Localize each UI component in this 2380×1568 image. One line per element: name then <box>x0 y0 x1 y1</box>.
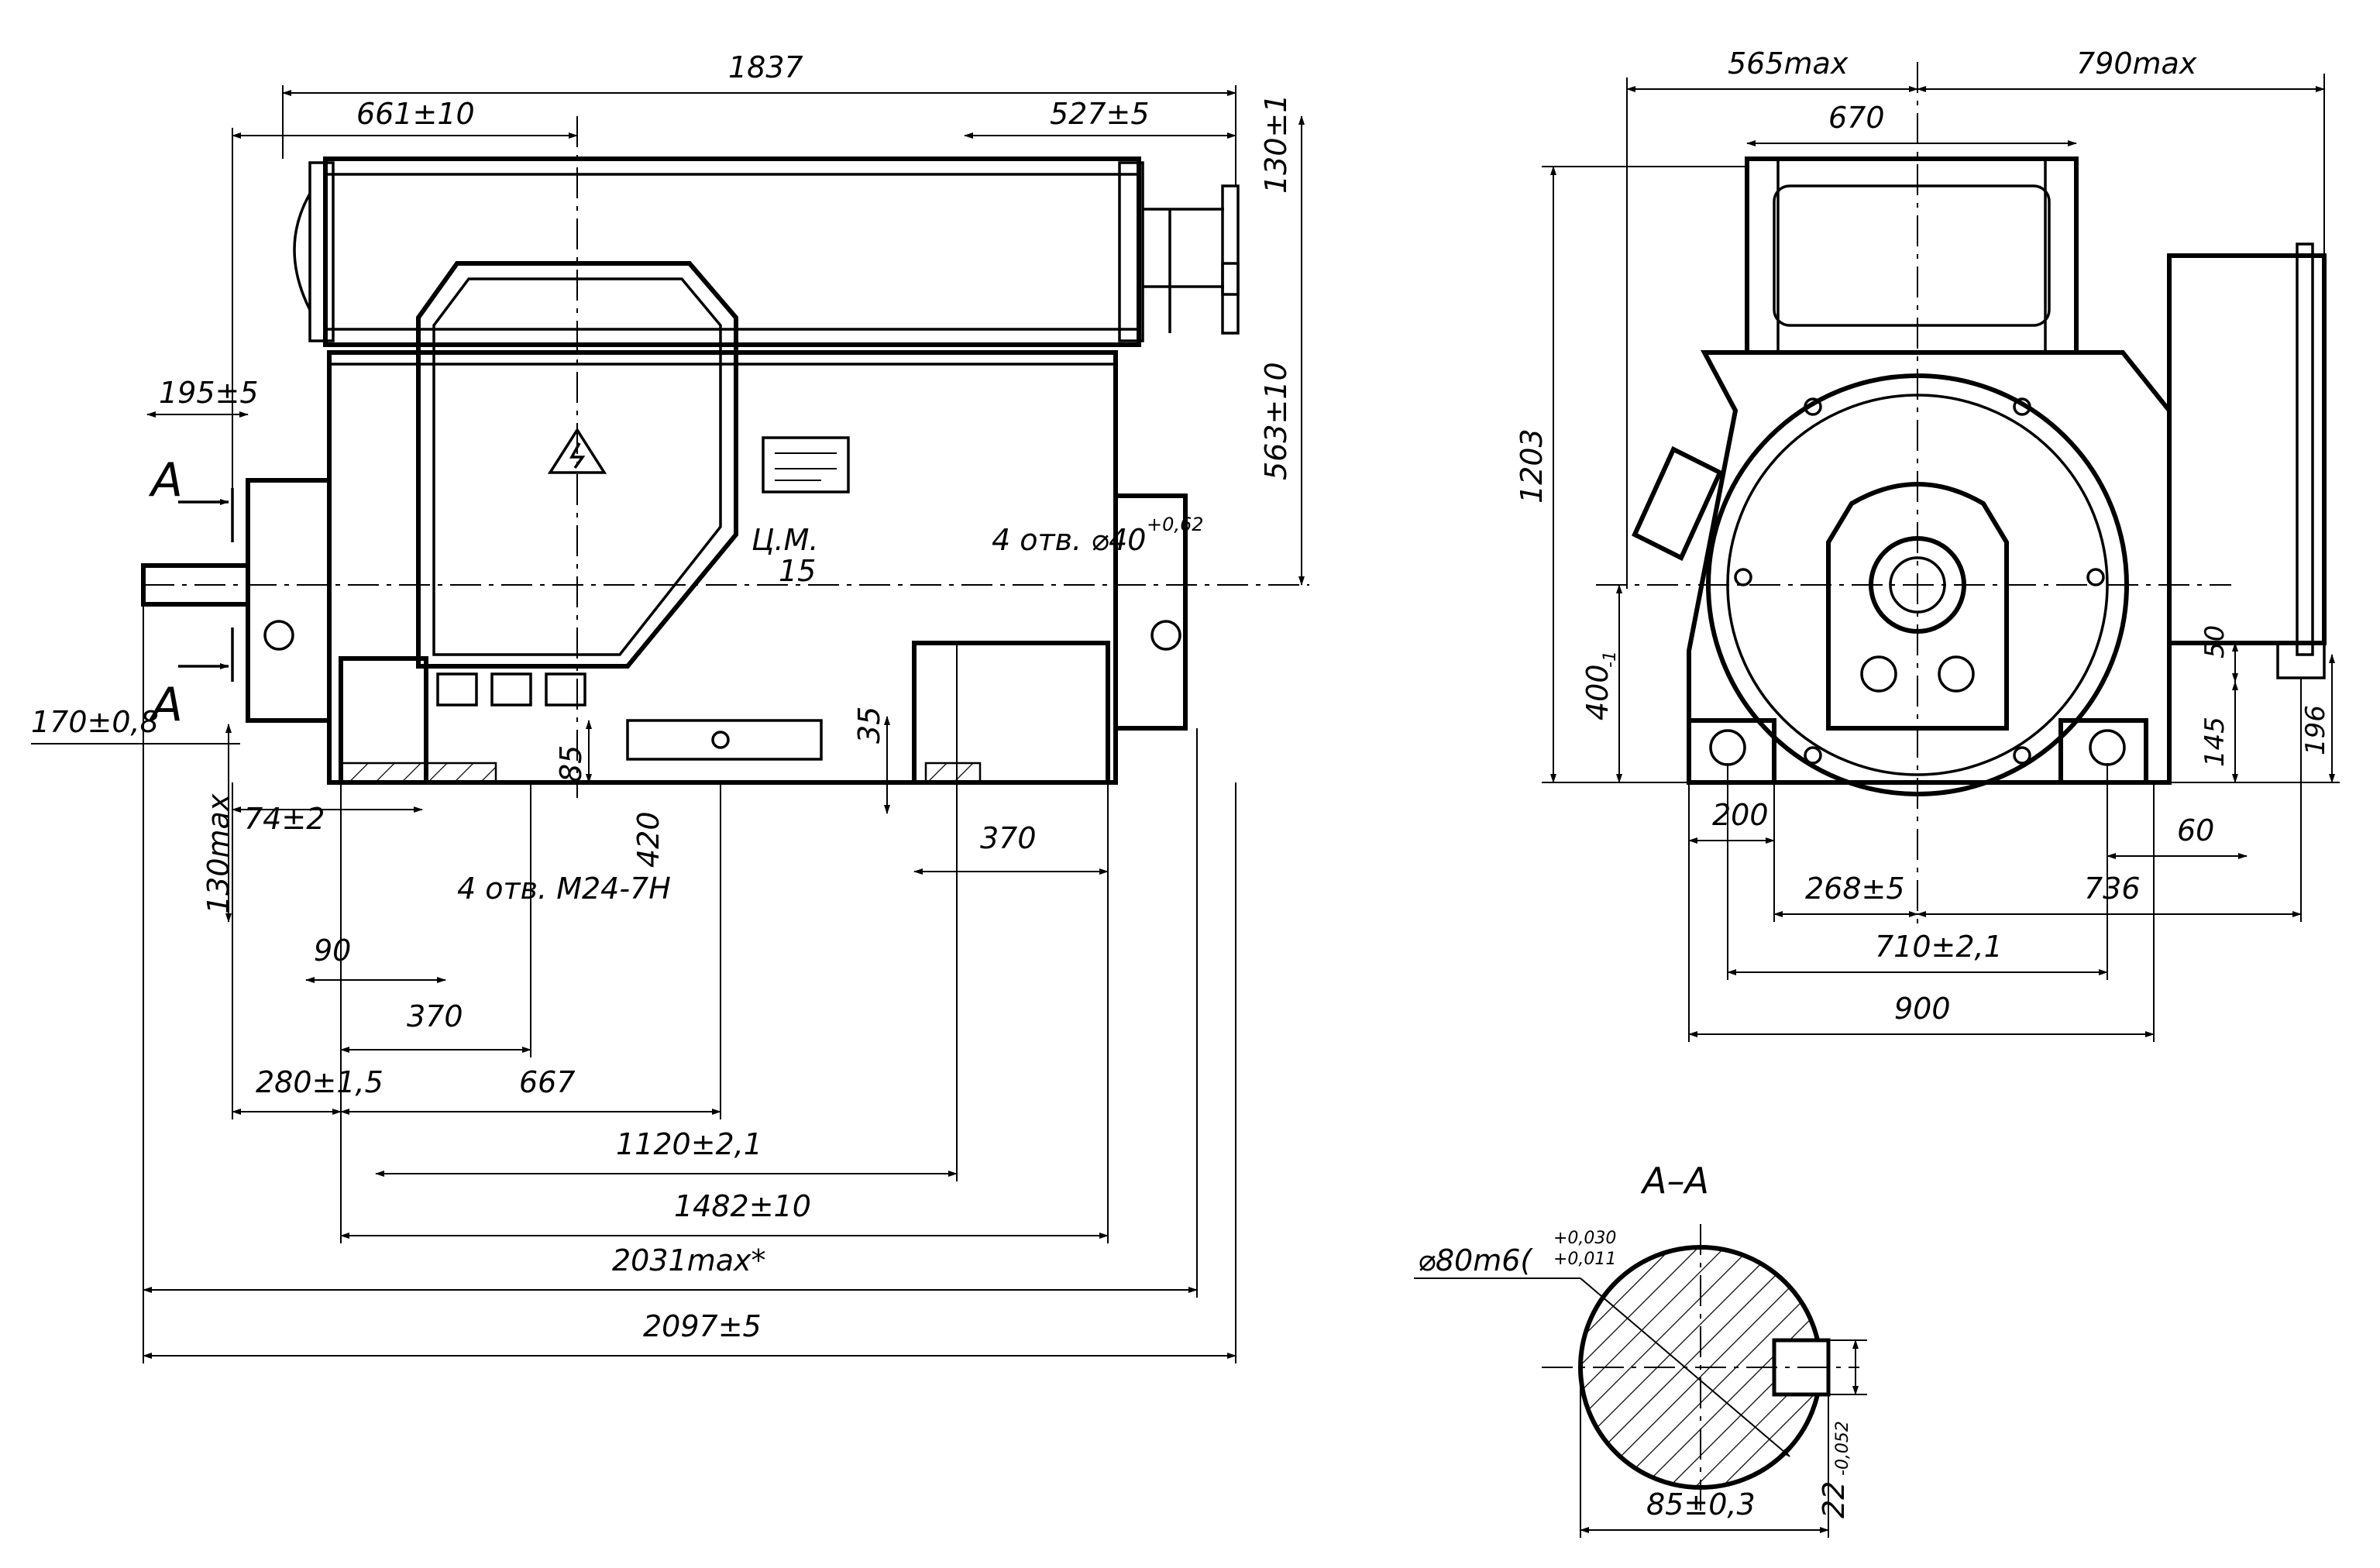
dim-790: 790max <box>2076 46 2197 81</box>
cooler-housing <box>323 156 1141 347</box>
dim-370-left: 370 <box>407 999 463 1033</box>
dim-170: 170±0,8 <box>31 705 159 739</box>
dim-280: 280±1,5 <box>256 1065 383 1099</box>
arrow-a-top: А <box>148 453 183 507</box>
arrow-a-bottom: А <box>148 678 183 732</box>
side-view: 565max 790max 670 1203 400 -1 50 145 196… <box>1515 46 2340 1042</box>
dim-1120: 1120±2,1 <box>616 1127 762 1161</box>
key-dim: 22 <box>1817 1481 1851 1518</box>
side-body <box>1687 350 2172 785</box>
dim-74: 74±2 <box>244 802 325 836</box>
dim-420: 420 <box>631 811 666 868</box>
key-tol: -0,052 <box>1833 1421 1852 1476</box>
dim-200: 200 <box>1712 798 1769 832</box>
right-bearing-cover <box>1113 493 1188 731</box>
dim-130-1: 130±1 <box>1259 94 1293 194</box>
dim-268: 268±5 <box>1805 872 1905 906</box>
dim-661: 661±10 <box>356 97 475 131</box>
dim-2031: 2031max* <box>612 1243 766 1277</box>
terminal-box <box>416 261 738 669</box>
dim-1837: 1837 <box>728 50 803 84</box>
dim-195: 195±5 <box>159 376 259 410</box>
dim-130max: 130max <box>201 793 236 914</box>
dim-35: 35 <box>852 707 886 744</box>
dim-527: 527±5 <box>1050 97 1150 131</box>
hazard-icon <box>547 427 607 474</box>
dim-15: 15 <box>779 554 816 588</box>
left-box <box>1632 445 1723 562</box>
dim-900: 900 <box>1894 992 1951 1026</box>
cooler-side <box>1745 156 2079 355</box>
dim-710: 710±2,1 <box>1875 930 2003 964</box>
dim-400: 400 <box>1580 664 1615 720</box>
dim-670: 670 <box>1828 101 1885 135</box>
dim-1482: 1482±10 <box>674 1189 811 1223</box>
center-mark: Ц.М. <box>751 523 818 557</box>
dim-90: 90 <box>314 934 351 968</box>
front-view: А А <box>31 50 1309 1363</box>
dim-60: 60 <box>2177 813 2214 848</box>
dim-563: 563±10 <box>1259 362 1293 480</box>
dim-196: 196 <box>2300 705 2331 755</box>
nameplate <box>762 436 850 493</box>
shaft-diameter: ⌀80m6( <box>1418 1243 1533 1277</box>
dim-667: 667 <box>519 1065 576 1099</box>
motor-body <box>327 350 1118 785</box>
dim-145: 145 <box>2199 717 2230 767</box>
thread-note: 4 отв. М24-7Н <box>457 872 671 906</box>
dim-85-sec: 85±0,3 <box>1646 1487 1756 1522</box>
dim-400-tol: -1 <box>1601 651 1620 668</box>
left-bearing-cover <box>246 478 332 723</box>
dim-736: 736 <box>2084 872 2141 906</box>
dim-2097: 2097±5 <box>643 1309 762 1343</box>
hole-note: 4 отв. ⌀40 <box>992 523 1146 557</box>
bearing-shield <box>1826 482 2009 731</box>
dim-370-right: 370 <box>980 821 1037 855</box>
section-a-a: А–А ⌀80m6( +0,030 +0,011 85±0,3 22 -0,05… <box>1414 1160 1867 1538</box>
hole-tol: +0,62 <box>1147 514 1204 535</box>
shaft-tol-upper: +0,030 <box>1553 1229 1616 1248</box>
shaft-tol-lower: +0,011 <box>1553 1250 1616 1269</box>
dim-50: 50 <box>2199 625 2230 658</box>
fan-box <box>2167 253 2327 645</box>
section-title: А–А <box>1640 1160 1709 1202</box>
dim-1203: 1203 <box>1515 428 1549 504</box>
dim-85: 85 <box>554 745 588 782</box>
dim-565: 565max <box>1728 46 1849 81</box>
